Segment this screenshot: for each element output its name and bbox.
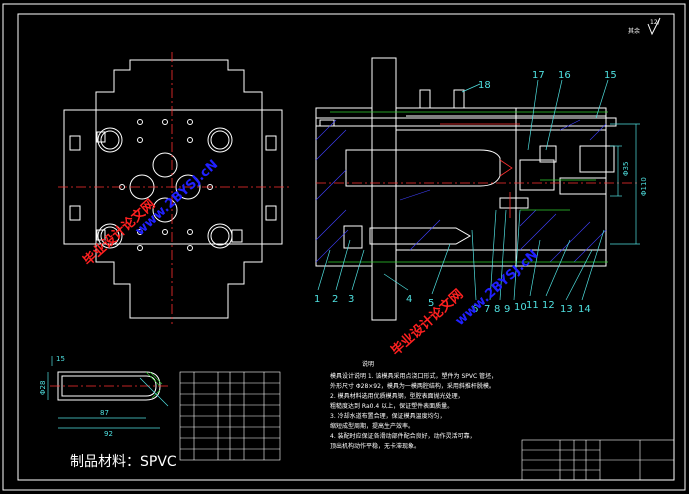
roughness-symbol: 其余 12/ — [628, 17, 661, 36]
part-leaders — [317, 79, 609, 301]
part-number-7: 7 — [484, 304, 490, 315]
parts-table — [179, 371, 281, 461]
part-number-11: 11 — [526, 300, 539, 311]
dim-len87: 87 — [100, 409, 109, 417]
tech-line-4: 粗糙度达到 Ra0.4 以上，保证塑件表面质量。 — [330, 402, 453, 410]
section-green-lines — [328, 111, 608, 263]
part-number-4: 4 — [406, 294, 412, 305]
section-dimensions — [610, 123, 640, 245]
part-number-8: 8 — [494, 304, 500, 315]
tech-line-5: 3. 冷却水道布置合理，保证模具温度均匀， — [330, 412, 446, 420]
tech-line-3: 2. 模具材料选用优质模具钢，型腔表面抛光处理， — [330, 392, 464, 400]
tech-line-2: 外形尺寸 Φ28×92，模具为一模两腔结构，采用斜推杆脱模。 — [330, 382, 495, 390]
part-number-3: 3 — [348, 294, 354, 305]
part-number-15: 15 — [604, 70, 617, 81]
part-number-12: 12 — [542, 300, 555, 311]
part-number-2: 2 — [332, 294, 338, 305]
material-label: 制品材料：SPVC — [70, 454, 177, 470]
roughness-note: 其余 — [628, 27, 640, 35]
section-red-cavity — [316, 123, 640, 218]
tech-line-1: 模具设计说明 1. 该模具采用点浇口形式，塑件为 SPVC 管坯， — [330, 372, 497, 380]
drawing-border-outer — [2, 3, 686, 491]
watermark-url-2: www.2BYSJ.cN — [453, 247, 541, 329]
dim-phi35: Φ35 — [622, 162, 630, 176]
tech-line-7: 4. 装配时应保证各滑动部件配合良好，动作灵活可靠， — [330, 432, 476, 440]
part-number-18: 18 — [478, 80, 491, 91]
title-block — [521, 439, 675, 481]
part-number-6: 6 — [472, 304, 478, 315]
top-view — [63, 59, 283, 319]
dim-len92: 92 — [104, 430, 113, 438]
dim-phi110: Φ110 — [640, 177, 648, 196]
part-number-5: 5 — [428, 298, 434, 309]
tech-line-8: 顶出机构动作平稳，无卡滞现象。 — [330, 442, 420, 450]
roughness-value: 12/ — [650, 19, 661, 26]
section-hatching — [315, 119, 607, 263]
part-number-17: 17 — [532, 70, 545, 81]
dim-height15: 15 — [56, 355, 65, 363]
tech-title: 说明 — [362, 360, 374, 368]
tech-line-6: 缩短成型周期，提高生产效率。 — [330, 422, 414, 430]
part-number-9: 9 — [504, 304, 510, 315]
part-number-13: 13 — [560, 304, 573, 315]
part-number-1: 1 — [314, 294, 320, 305]
part-number-16: 16 — [558, 70, 571, 81]
section-view — [315, 57, 617, 321]
drawing-border-inner — [17, 13, 675, 481]
part-dimensions — [47, 356, 169, 429]
dim-phi28: Φ28 — [39, 381, 47, 395]
part-number-10: 10 — [514, 302, 527, 313]
part-number-14: 14 — [578, 304, 591, 315]
